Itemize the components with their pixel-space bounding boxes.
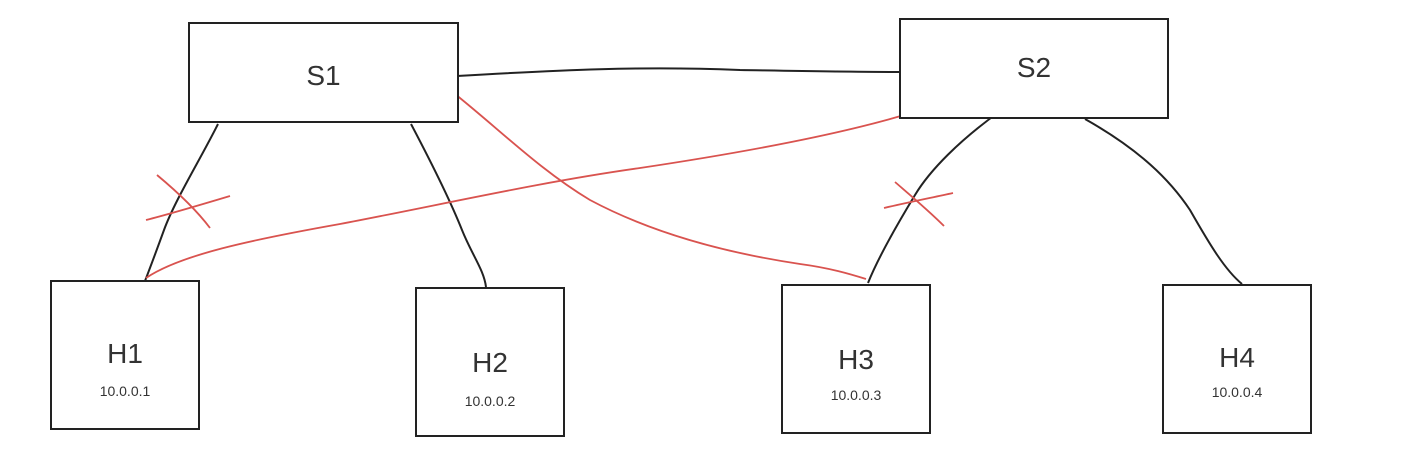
host-h4: H4 10.0.0.4 <box>1162 284 1312 434</box>
switch-s1: S1 <box>188 22 459 123</box>
host-h1: H1 10.0.0.1 <box>50 280 200 430</box>
host-label: H4 <box>1219 342 1255 373</box>
host-h2: H2 10.0.0.2 <box>415 287 565 437</box>
link-s1-s2 <box>456 67 905 77</box>
link-s1-h2 <box>410 123 487 288</box>
host-ip: 10.0.0.2 <box>464 393 516 409</box>
host-h3: H3 10.0.0.3 <box>781 284 931 434</box>
switch-label: S1 <box>306 60 341 91</box>
host-label: H3 <box>838 344 874 375</box>
switch-s2: S2 <box>899 18 1169 119</box>
host-label: H1 <box>107 338 143 369</box>
cross-mark-icon <box>145 174 231 229</box>
host-ip: 10.0.0.1 <box>99 383 151 399</box>
switch-label: S2 <box>1016 52 1052 83</box>
link-s1-h1 <box>144 123 219 282</box>
cross-mark-icon <box>883 181 954 227</box>
link-s2-h3 <box>867 111 1000 284</box>
host-ip: 10.0.0.4 <box>1211 384 1263 400</box>
link-s2-h4 <box>1084 118 1243 285</box>
host-label: H2 <box>472 347 508 378</box>
redirect-link-s1-h3 <box>454 93 867 280</box>
host-ip: 10.0.0.3 <box>830 387 882 403</box>
redirect-link-s2-h1 <box>145 111 915 279</box>
